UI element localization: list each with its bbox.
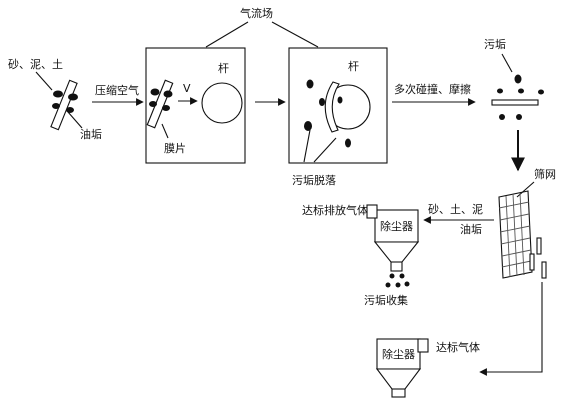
dust-collector-2-label: 除尘器 (382, 347, 415, 361)
screen-leader (516, 181, 535, 198)
airflow-field-leader-right (271, 21, 319, 48)
airflow-field-leader-left (205, 21, 249, 48)
sand-leader (35, 71, 53, 91)
sand-soil-mud-label: 砂、土、泥 (428, 203, 483, 216)
dirt-detach-leader-1 (303, 129, 311, 163)
dirt-label: 污垢 (484, 38, 506, 51)
collision-friction-label: 多次碰撞、摩擦 (394, 82, 471, 96)
to-dust-collector-2-arrow (479, 282, 543, 376)
dirt-detach-leader-2 (313, 137, 337, 163)
compressed-air-label: 压缩空气 (95, 83, 139, 97)
separated-dirt (491, 74, 544, 120)
oil-dirt-label: 油垢 (80, 127, 102, 141)
screen-mesh (498, 190, 533, 279)
dirt-collection-label: 污垢收集 (364, 293, 408, 307)
dust-collector-2 (375, 338, 429, 398)
dust-collector-1 (366, 204, 420, 272)
membrane-label: 膜片 (164, 142, 186, 155)
dirt-leader (501, 53, 513, 73)
airflow-field-label: 气流场 (240, 6, 273, 20)
membrane-leader (161, 123, 169, 139)
oil-rods (529, 237, 547, 279)
velocity-label: V (183, 82, 191, 95)
dust-collector-1-label: 除尘器 (380, 219, 413, 233)
oil-dirt-label-2: 油垢 (460, 222, 482, 236)
rod-label-2: 杆 (348, 59, 359, 73)
collected-dirt-particles (385, 273, 410, 288)
oil-dirt-leader (67, 111, 83, 129)
rod-circle-1 (201, 82, 243, 124)
rod-label-1: 杆 (218, 61, 229, 75)
falling-dirt-particles (304, 79, 351, 148)
stage1-box (145, 47, 246, 164)
dirty-membrane (50, 79, 78, 131)
curved-membrane (324, 81, 340, 133)
stage2-box (288, 47, 388, 164)
discharge-gas-label: 达标排放气体 (302, 203, 368, 217)
compliant-gas-label: 达标气体 (436, 340, 480, 354)
membrane-stage1 (146, 79, 174, 129)
dirt-detach-label: 污垢脱落 (292, 173, 336, 187)
screen-label: 筛网 (534, 167, 556, 181)
sand-mud-soil-label: 砂、泥、土 (8, 58, 63, 71)
